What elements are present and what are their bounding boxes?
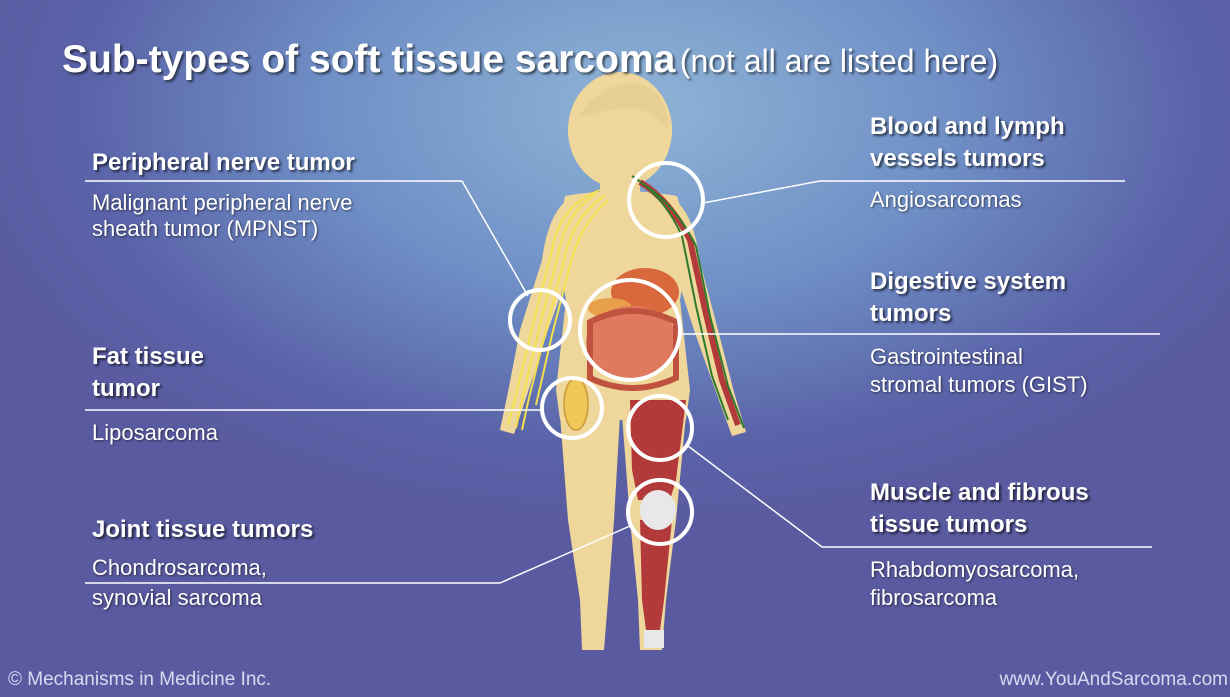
blood-lymph-desc: Angiosarcomas bbox=[870, 187, 1022, 213]
digestive-heading-line2: tumors bbox=[870, 299, 951, 329]
muscle-fibrous-heading-line2: tissue tumors bbox=[870, 510, 1027, 540]
fat-tissue-desc: Liposarcoma bbox=[92, 420, 218, 446]
fat-tissue bbox=[564, 378, 588, 430]
page-title: Sub-types of soft tissue sarcoma (not al… bbox=[62, 38, 998, 82]
peripheral-nerve-desc-line1: Malignant peripheral nerve bbox=[92, 190, 353, 216]
digestive-heading-line1: Digestive system bbox=[870, 267, 1066, 297]
fat-tissue-heading-line1: Fat tissue bbox=[92, 342, 204, 372]
fat-tissue-heading-line2: tumor bbox=[92, 374, 160, 404]
peripheral-nerve-heading: Peripheral nerve tumor bbox=[92, 148, 355, 178]
muscle-fibrous-heading-line1: Muscle and fibrous bbox=[870, 478, 1089, 508]
title-subtitle: (not all are listed here) bbox=[680, 43, 998, 79]
website-url[interactable]: www.YouAndSarcoma.com bbox=[1000, 669, 1228, 691]
joint-tissue-heading: Joint tissue tumors bbox=[92, 515, 313, 545]
peripheral-nerve-desc-line2: sheath tumor (MPNST) bbox=[92, 216, 318, 242]
blood-lymph-heading-line2: vessels tumors bbox=[870, 144, 1045, 174]
muscle-fibrous-desc-line2: fibrosarcoma bbox=[870, 585, 997, 611]
digestive-desc-line1: Gastrointestinal bbox=[870, 344, 1023, 370]
muscle-fibrous-desc-line1: Rhabdomyosarcoma, bbox=[870, 557, 1079, 583]
title-main: Sub-types of soft tissue sarcoma bbox=[62, 38, 675, 81]
digestive-desc-line2: stromal tumors (GIST) bbox=[870, 372, 1088, 398]
joint-tissue-desc-line1: Chondrosarcoma, bbox=[92, 555, 267, 581]
copyright-notice: © Mechanisms in Medicine Inc. bbox=[8, 669, 271, 691]
blood-lymph-heading-line1: Blood and lymph bbox=[870, 112, 1065, 142]
joint-tissue-desc-line2: synovial sarcoma bbox=[92, 585, 262, 611]
